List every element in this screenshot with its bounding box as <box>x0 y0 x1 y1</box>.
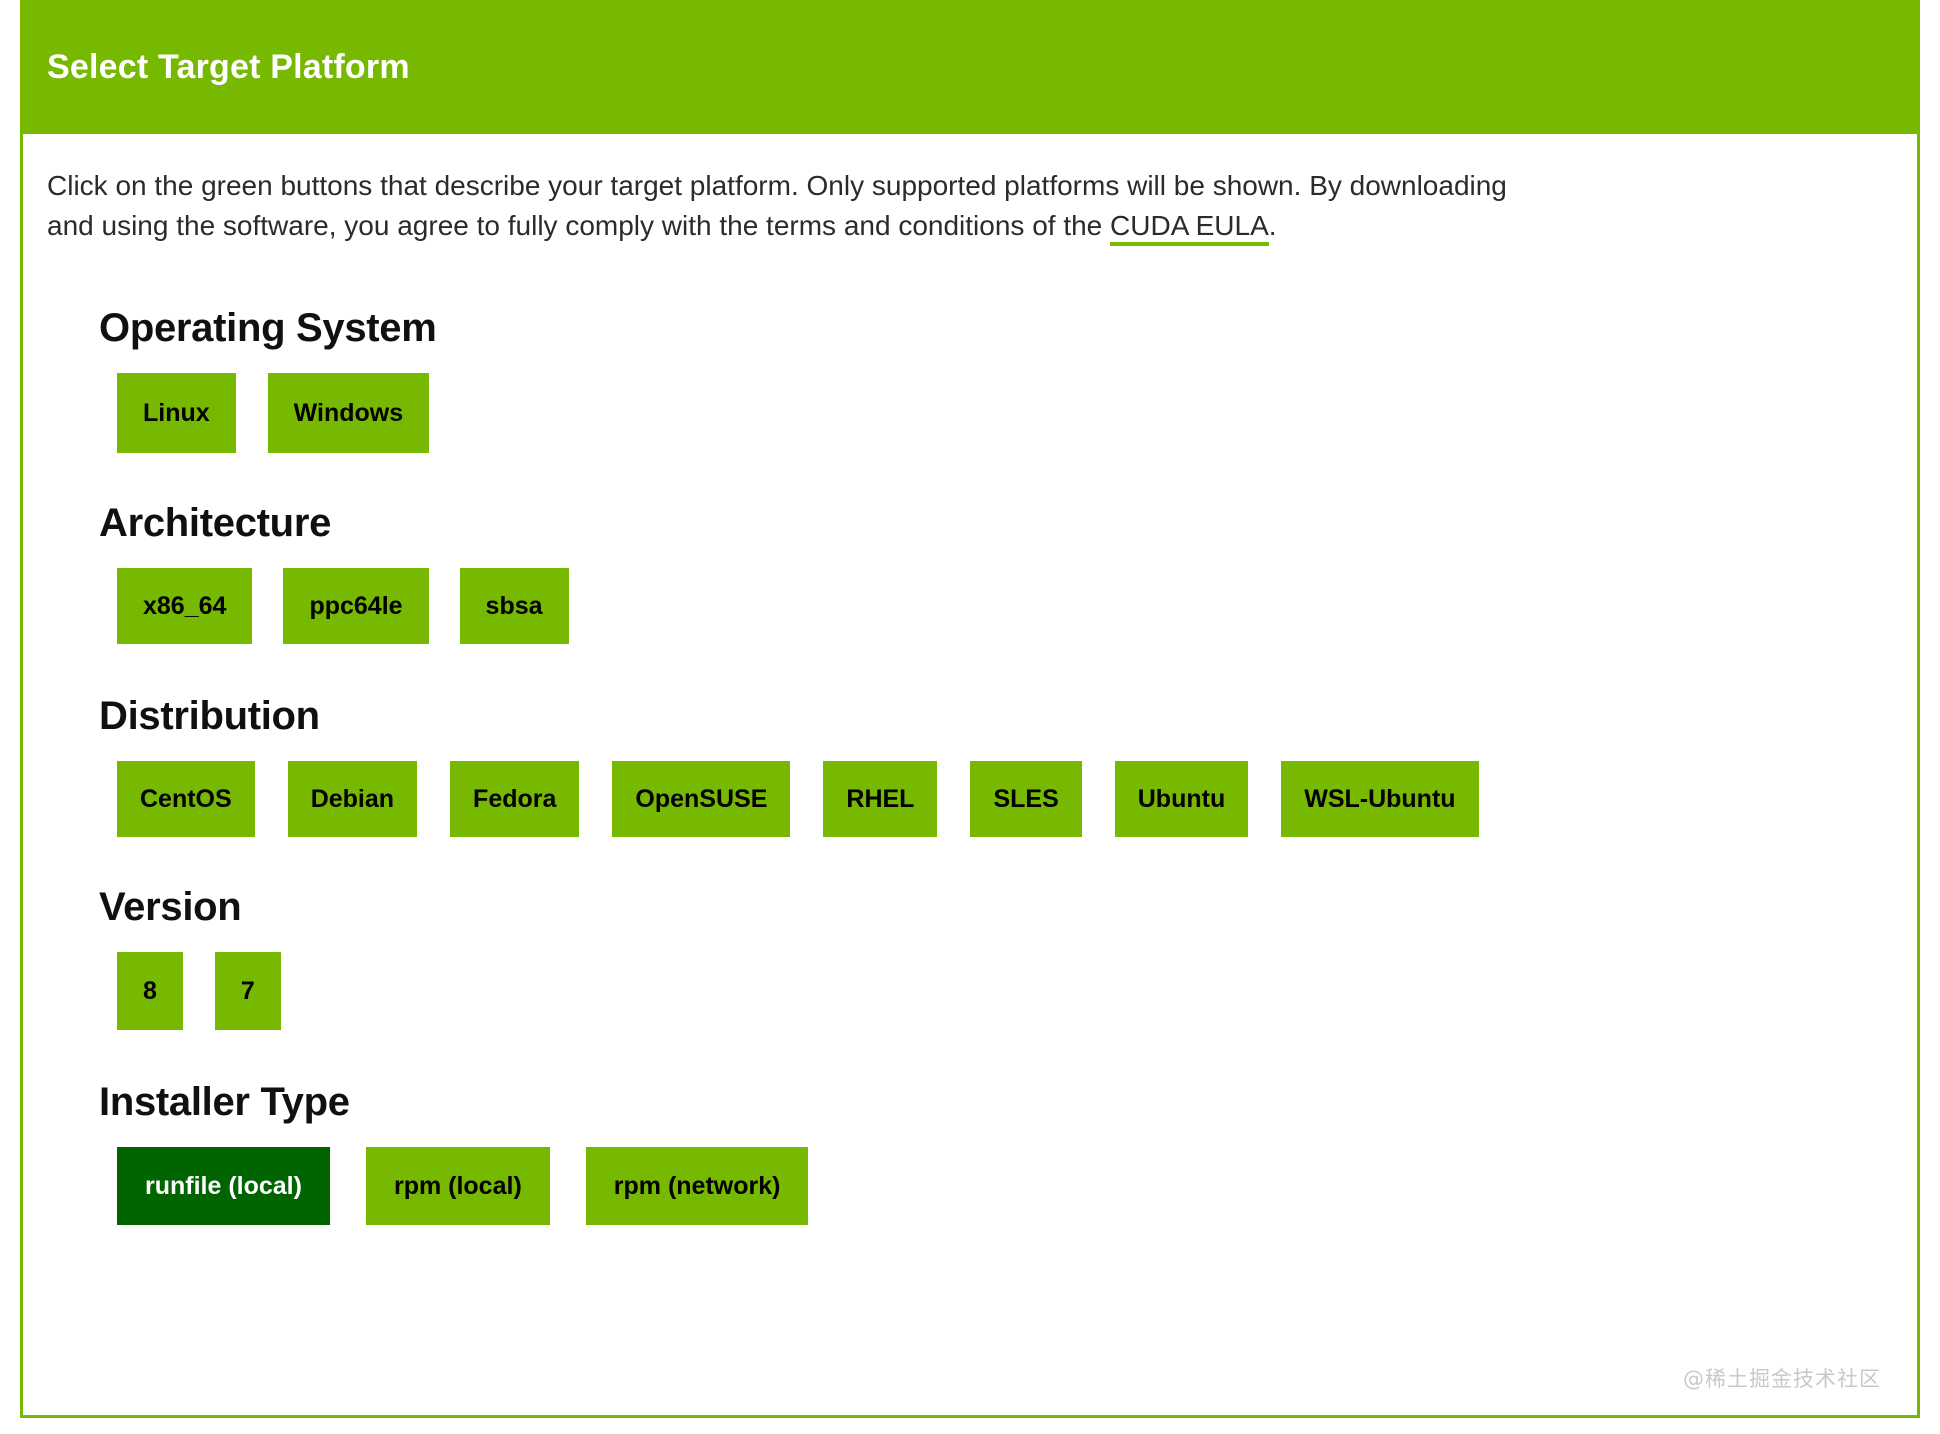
installer-option-runfile-local[interactable]: runfile (local) <box>117 1146 330 1225</box>
distro-option-rhel[interactable]: RHEL <box>823 760 938 837</box>
select-target-platform-card: Select Target Platform Click on the gree… <box>20 0 1920 1418</box>
option-row-installer-type: runfile (local) rpm (local) rpm (network… <box>99 1146 1877 1225</box>
section-heading-architecture: Architecture <box>99 500 332 545</box>
section-distribution: Distribution CentOS Debian Fedora OpenSU… <box>99 694 1877 837</box>
distro-option-centos[interactable]: CentOS <box>117 760 255 837</box>
arch-option-ppc64le[interactable]: ppc64le <box>283 567 429 644</box>
arch-option-x86-64[interactable]: x86_64 <box>117 567 253 644</box>
section-operating-system: Operating System Linux Windows <box>99 306 1877 453</box>
card-body: Click on the green buttons that describe… <box>23 134 1917 1225</box>
section-heading-operating-system: Operating System <box>99 305 437 350</box>
watermark: @稀土掘金技术社区 <box>1683 1367 1881 1391</box>
platform-sections: Operating System Linux Windows Architect… <box>47 306 1877 1225</box>
section-architecture: Architecture x86_64 ppc64le sbsa <box>99 501 1877 644</box>
card-header: Select Target Platform <box>20 0 1920 134</box>
option-row-version: 8 7 <box>99 951 1877 1030</box>
arch-option-sbsa[interactable]: sbsa <box>459 567 569 644</box>
cuda-eula-link[interactable]: CUDA EULA <box>1110 209 1269 246</box>
section-installer-type: Installer Type runfile (local) rpm (loca… <box>99 1080 1877 1225</box>
version-option-8[interactable]: 8 <box>117 951 183 1030</box>
installer-option-rpm-local[interactable]: rpm (local) <box>365 1146 550 1225</box>
option-row-distribution: CentOS Debian Fedora OpenSUSE RHEL SLES … <box>99 760 1877 837</box>
page-title: Select Target Platform <box>47 47 410 86</box>
intro-text-before: Click on the green buttons that describe… <box>47 170 1507 241</box>
intro-paragraph: Click on the green buttons that describe… <box>47 166 1547 246</box>
installer-option-rpm-network[interactable]: rpm (network) <box>585 1146 809 1225</box>
version-option-7[interactable]: 7 <box>214 951 281 1030</box>
distro-option-ubuntu[interactable]: Ubuntu <box>1114 760 1249 837</box>
distro-option-opensuse[interactable]: OpenSUSE <box>612 760 791 837</box>
distro-option-sles[interactable]: SLES <box>970 760 1082 837</box>
section-version: Version 8 7 <box>99 885 1877 1030</box>
intro-text-after: . <box>1268 209 1277 241</box>
section-heading-version: Version <box>99 884 242 929</box>
distro-option-fedora[interactable]: Fedora <box>450 760 580 837</box>
section-heading-installer-type: Installer Type <box>99 1079 350 1124</box>
os-option-windows[interactable]: Windows <box>267 372 430 453</box>
distro-option-debian[interactable]: Debian <box>287 760 418 837</box>
os-option-linux[interactable]: Linux <box>117 372 236 453</box>
distro-option-wsl-ubuntu[interactable]: WSL-Ubuntu <box>1281 760 1479 837</box>
option-row-architecture: x86_64 ppc64le sbsa <box>99 567 1877 644</box>
section-heading-distribution: Distribution <box>99 693 320 738</box>
option-row-operating-system: Linux Windows <box>99 372 1877 453</box>
